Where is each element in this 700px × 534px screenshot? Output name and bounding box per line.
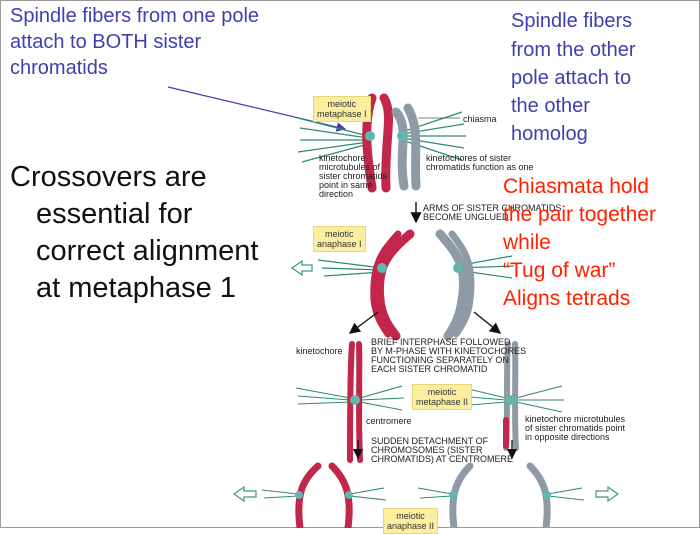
phase-label-line: meiotic: [317, 99, 367, 109]
phase-label-line: meiotic: [387, 511, 434, 521]
text-line: in opposite directions: [525, 432, 610, 442]
phase-label-line: anaphase II: [387, 521, 434, 531]
text-line: the pair together: [503, 203, 656, 227]
phase-label-line: anaphase I: [317, 239, 362, 249]
text-line: CHROMATIDS) AT CENTROMERE: [371, 454, 513, 464]
text-line: while: [503, 231, 551, 255]
arrow-diagonal-left: [350, 312, 378, 333]
text-line: chromatids function as one: [426, 162, 534, 172]
label-kinetochore: kinetochore: [296, 346, 343, 356]
phase-label-line: metaphase I: [317, 109, 367, 119]
label-chiasma: chiasma: [463, 114, 497, 124]
text-line: Chiasmata hold: [503, 175, 649, 199]
text-line: “Tug of war”: [503, 259, 615, 283]
text-line: Aligns tetrads: [503, 287, 630, 311]
label-centromere: centromere: [366, 416, 412, 426]
phase-label-metaphase-1: meiotic metaphase I: [313, 96, 371, 122]
text-line: direction: [319, 189, 353, 199]
phase-label-line: meiotic: [317, 229, 362, 239]
phase-label-line: meiotic: [416, 387, 468, 397]
arrow-diagonal-right: [474, 312, 500, 333]
phase-label-metaphase-2: meiotic metaphase II: [412, 384, 472, 410]
text-line: EACH SISTER CHROMATID: [371, 364, 487, 374]
text-line: BECOME UNGLUED: [423, 212, 509, 222]
phase-label-anaphase-2: meiotic anaphase II: [383, 508, 438, 534]
phase-label-anaphase-1: meiotic anaphase I: [313, 226, 366, 252]
phase-label-line: metaphase II: [416, 397, 468, 407]
